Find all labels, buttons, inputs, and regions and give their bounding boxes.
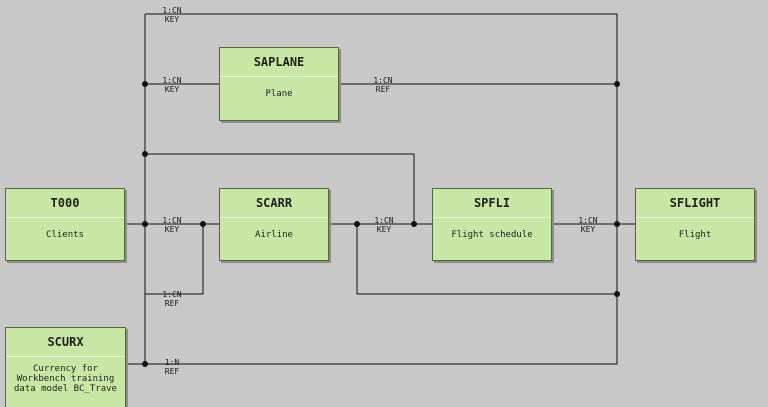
card-t000-scarr: 1:CN KEY [157,216,187,234]
entity-description: Currency for Workbench training data mod… [14,364,117,394]
junction-dot [614,81,620,87]
junction-dot [354,221,360,227]
line-scurx-sflight [126,224,618,365]
entity-name: SCARR [220,189,328,218]
junction-dot [142,151,148,157]
entity-name: SPFLI [433,189,551,218]
junction-dot [142,221,148,227]
card-scarr-spfli: 1:CN KEY [369,216,399,234]
entity-t000[interactable]: T000 Clients [5,188,125,261]
card-scarr-scurx: 1:CN REF [157,290,187,308]
junction-dot [411,221,417,227]
card-type: REF [375,85,391,94]
card-scurx-sflight: 1:N REF [157,358,187,376]
card-label: 1:CN [162,216,182,225]
card-label: 1:CN [162,290,182,299]
junction-dot [614,221,620,227]
card-saplane-sflight: 1:CN REF [368,76,398,94]
entity-spfli[interactable]: SPFLI Flight schedule [432,188,552,261]
entity-saplane[interactable]: SAPLANE Plane [219,47,339,121]
line-top [145,13,618,224]
entity-name: T000 [6,189,124,218]
entity-description: Plane [265,89,293,99]
entity-name: SCURX [6,328,125,357]
line-scarr-lower [356,224,617,295]
card-label: 1:CN [162,6,182,15]
junction-dot [142,361,148,367]
junction-dot [614,291,620,297]
card-type: KEY [164,15,180,24]
entity-description: Flight [678,230,712,240]
card-top: 1:CN KEY [157,6,187,24]
entity-name: SFLIGHT [636,189,754,218]
entity-scarr[interactable]: SCARR Airline [219,188,329,261]
card-type: REF [164,367,180,376]
card-type: KEY [580,225,596,234]
entity-description: Airline [255,230,293,240]
card-label: 1:CN [373,76,393,85]
card-type: KEY [164,85,180,94]
line-loop-spfli [145,153,415,224]
entity-description: Flight schedule [451,230,533,240]
entity-description: Clients [46,230,84,240]
card-spfli-sflight: 1:CN KEY [573,216,603,234]
card-label: 1:CN [374,216,394,225]
line-scarr-scurx [145,224,204,295]
entity-scurx[interactable]: SCURX Currency for Workbench training da… [5,327,126,407]
card-label: 1:CN [162,76,182,85]
card-type: KEY [376,225,392,234]
card-label: 1:N [164,358,180,367]
card-label: 1:CN [578,216,598,225]
entity-sflight[interactable]: SFLIGHT Flight [635,188,755,261]
card-type: REF [164,299,180,308]
card-t000-saplane: 1:CN KEY [157,76,187,94]
junction-dot [200,221,206,227]
card-type: KEY [164,225,180,234]
junction-dot [142,81,148,87]
entity-name: SAPLANE [220,48,338,77]
